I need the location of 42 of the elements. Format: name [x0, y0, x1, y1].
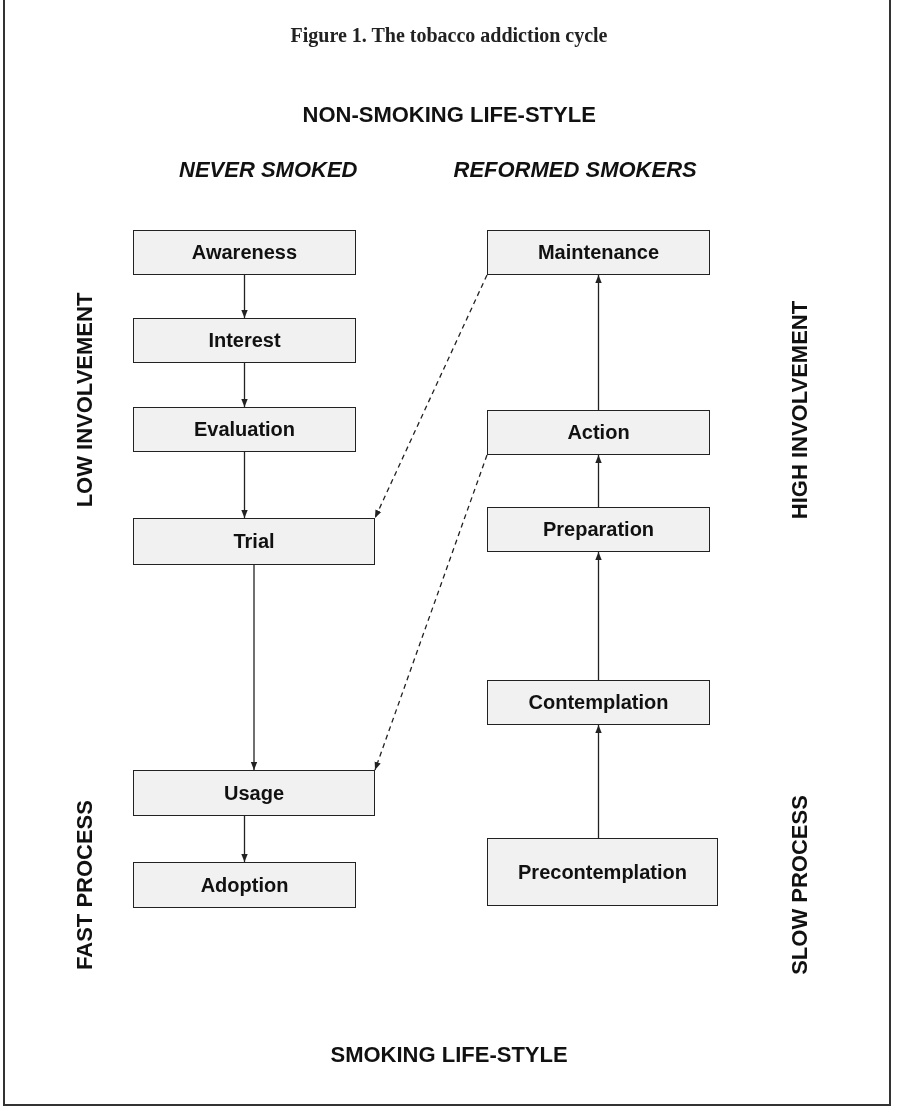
- stage-label: Trial: [233, 530, 275, 553]
- section-heading: SMOKING LIFE-STYLE: [330, 1042, 568, 1068]
- stage-label: Maintenance: [537, 241, 660, 264]
- stage-box: [487, 838, 718, 906]
- arrow: [595, 551, 602, 681]
- stage-box: [133, 318, 356, 363]
- stage-box: [133, 770, 375, 816]
- arrow: [241, 274, 248, 319]
- stage-box: [133, 407, 356, 452]
- stage-box: [133, 518, 375, 565]
- stage-label: Interest: [208, 329, 281, 352]
- stage-box: [133, 862, 356, 908]
- arrow: [595, 454, 602, 508]
- stage-box: [133, 230, 356, 275]
- stage-label: Action: [567, 421, 630, 444]
- stage-label: Precontemplation: [518, 860, 687, 884]
- stage-label: Awareness: [191, 241, 298, 264]
- stage-box: [487, 230, 710, 275]
- side-label: SLOW PROCESS: [786, 795, 813, 975]
- stage-box: [487, 410, 710, 455]
- side-label: HIGH INVOLVEMENT: [787, 300, 814, 520]
- stage-label: Contemplation: [528, 691, 669, 714]
- section-heading: NON-SMOKING LIFE-STYLE: [302, 102, 596, 128]
- dashed-arrow: [374, 454, 488, 771]
- stage-label: Preparation: [542, 518, 655, 541]
- side-label: FAST PROCESS: [71, 800, 98, 970]
- stage-label: Adoption: [200, 873, 289, 897]
- dashed-arrow: [374, 274, 488, 519]
- figure-title: Figure 1. The tobacco addiction cycle: [289, 24, 609, 47]
- stage-box: [487, 680, 710, 725]
- arrow: [595, 724, 602, 839]
- column-heading: REFORMED SMOKERS: [453, 157, 697, 183]
- column-heading: NEVER SMOKED: [179, 157, 358, 183]
- stage-label: Usage: [224, 781, 284, 805]
- arrow: [241, 362, 248, 408]
- arrow: [250, 564, 258, 771]
- side-label: LOW INVOLVEMENT: [71, 292, 98, 508]
- stage-box: [487, 507, 710, 552]
- arrow: [241, 451, 248, 519]
- stage-label: Evaluation: [193, 418, 296, 441]
- arrow: [241, 815, 248, 863]
- arrow: [595, 274, 602, 411]
